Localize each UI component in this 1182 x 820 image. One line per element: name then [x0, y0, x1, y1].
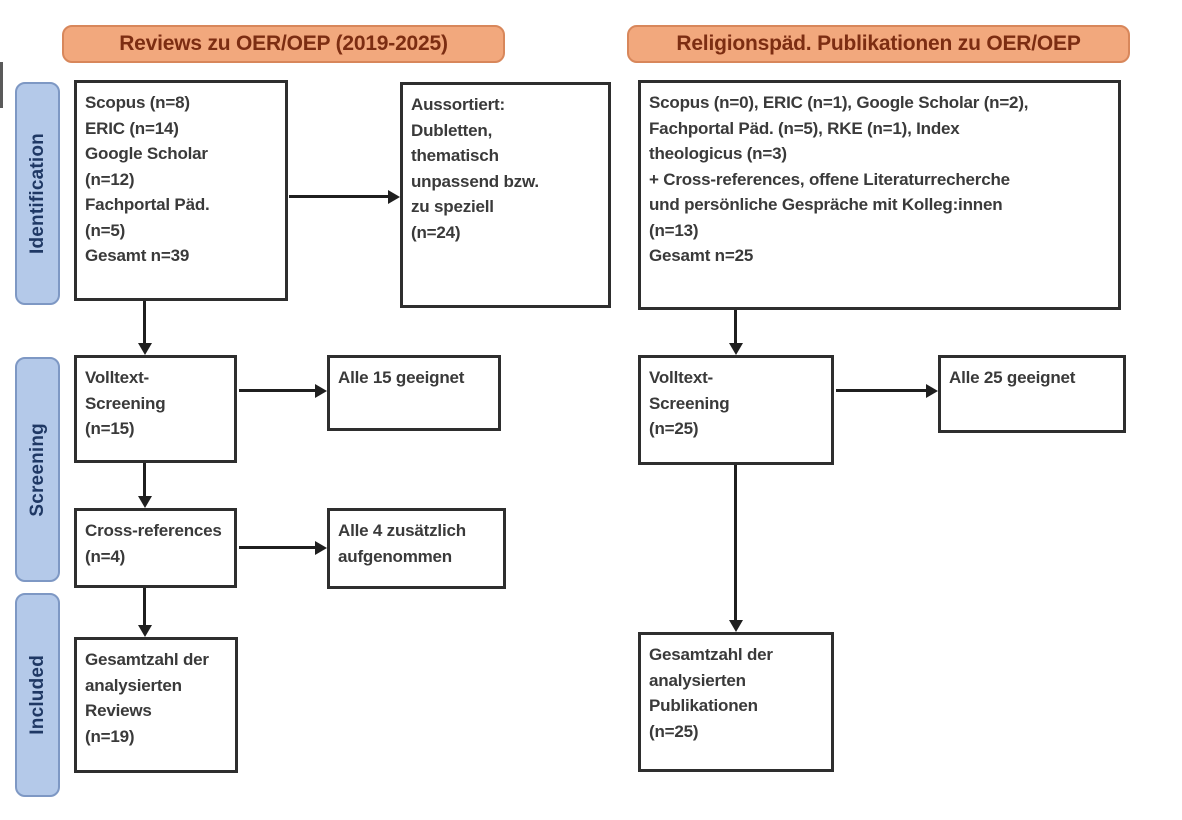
box-aussortiert: Aussortiert: Dubletten, thematisch unpas…: [400, 82, 611, 308]
box-sources-religionspaed-text: Scopus (n=0), ERIC (n=1), Google Scholar…: [649, 93, 1029, 265]
box-gesamtzahl-reviews: Gesamtzahl der analysierten Reviews (n=1…: [74, 637, 238, 773]
left-edge-artifact: [0, 62, 3, 108]
box-cross-references-text: Cross-references (n=4): [85, 521, 222, 566]
column-header-reviews: Reviews zu OER/OEP (2019-2025): [62, 25, 505, 63]
stage-label-identification-text: Identification: [26, 132, 48, 255]
arrow-volltext-to-gesamtzahl-publikationen: [728, 465, 743, 632]
box-volltext-screening-religionspaed: Volltext- Screening (n=25): [638, 355, 834, 465]
arrow-sources-to-volltext-religionspaed: [728, 310, 743, 355]
box-gesamtzahl-reviews-text: Gesamtzahl der analysierten Reviews (n=1…: [85, 650, 209, 746]
arrow-sources-to-aussortiert: [289, 189, 400, 204]
stage-label-screening-text: Screening: [26, 422, 48, 517]
box-cross-references: Cross-references (n=4): [74, 508, 237, 588]
stage-label-screening: Screening: [15, 357, 60, 582]
stage-label-included: Included: [15, 593, 60, 797]
column-header-reviews-label: Reviews zu OER/OEP (2019-2025): [119, 32, 448, 55]
box-alle-15-geeignet-text: Alle 15 geeignet: [338, 368, 465, 387]
box-alle-25-geeignet-text: Alle 25 geeignet: [949, 368, 1076, 387]
box-volltext-screening-religionspaed-text: Volltext- Screening (n=25): [649, 368, 730, 438]
column-header-religionspaed-label: Religionspäd. Publikationen zu OER/OEP: [676, 32, 1081, 55]
arrow-volltext-to-alle25: [836, 383, 938, 398]
arrow-crossreferences-to-gesamtzahl-reviews: [137, 588, 152, 637]
box-sources-religionspaed: Scopus (n=0), ERIC (n=1), Google Scholar…: [638, 80, 1121, 310]
box-gesamtzahl-publikationen-text: Gesamtzahl der analysierten Publikatione…: [649, 645, 773, 741]
box-alle-25-geeignet: Alle 25 geeignet: [938, 355, 1126, 433]
box-alle-4-zusaetzlich: Alle 4 zusätzlich aufgenommen: [327, 508, 506, 589]
arrow-crossreferences-to-alle4: [239, 540, 327, 555]
arrow-volltext-to-crossreferences: [137, 463, 152, 508]
arrow-volltext-to-alle15: [239, 383, 327, 398]
box-sources-reviews: Scopus (n=8) ERIC (n=14) Google Scholar …: [74, 80, 288, 301]
stage-label-identification: Identification: [15, 82, 60, 305]
box-volltext-screening-reviews-text: Volltext- Screening (n=15): [85, 368, 166, 438]
box-sources-reviews-text: Scopus (n=8) ERIC (n=14) Google Scholar …: [85, 93, 210, 265]
box-alle-4-zusaetzlich-text: Alle 4 zusätzlich aufgenommen: [338, 521, 466, 566]
box-gesamtzahl-publikationen: Gesamtzahl der analysierten Publikatione…: [638, 632, 834, 772]
box-aussortiert-text: Aussortiert: Dubletten, thematisch unpas…: [411, 95, 539, 242]
box-volltext-screening-reviews: Volltext- Screening (n=15): [74, 355, 237, 463]
stage-label-included-text: Included: [26, 655, 48, 735]
box-alle-15-geeignet: Alle 15 geeignet: [327, 355, 501, 431]
column-header-religionspaed: Religionspäd. Publikationen zu OER/OEP: [627, 25, 1130, 63]
arrow-sources-to-volltext-reviews: [137, 301, 152, 355]
